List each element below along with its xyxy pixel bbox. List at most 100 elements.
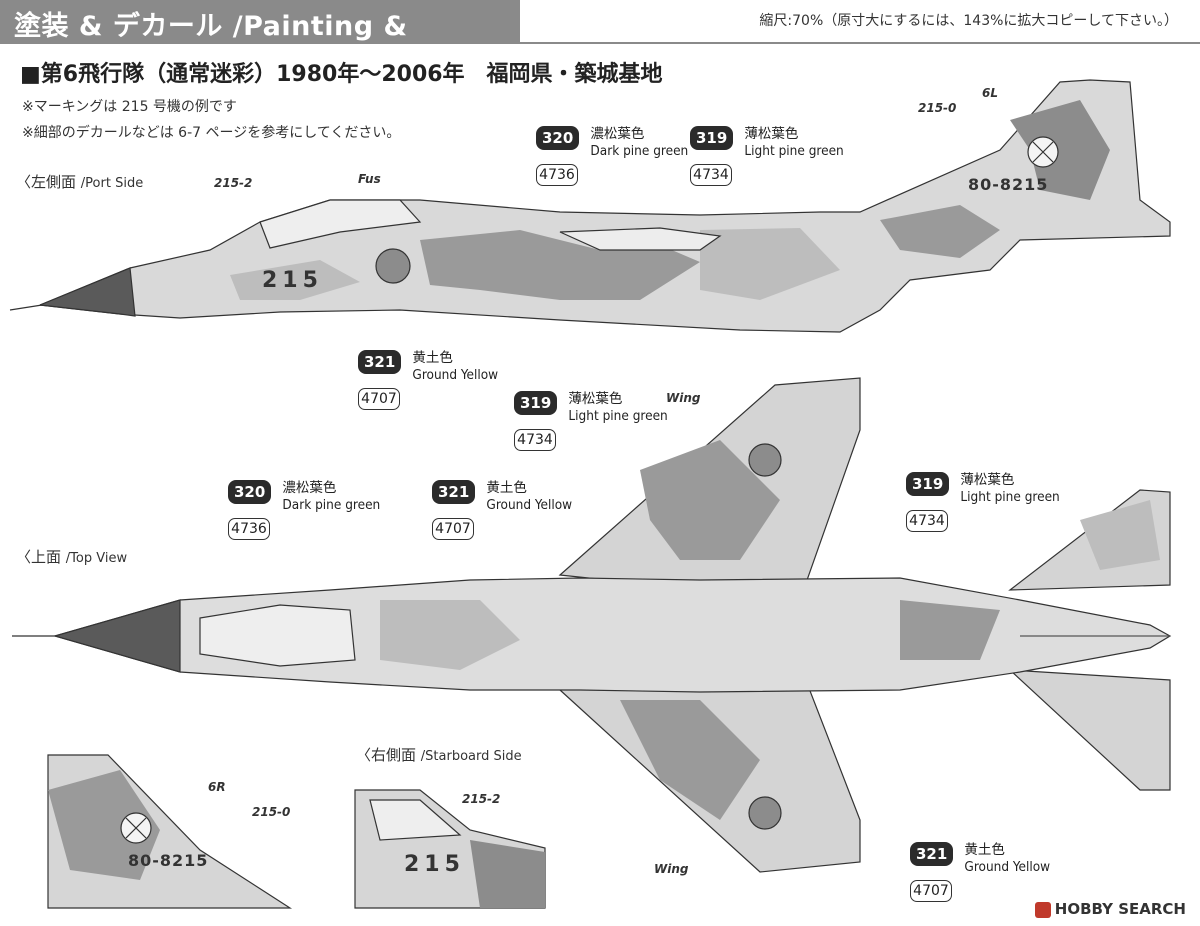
port-side-jp: 〈左側面	[16, 173, 77, 191]
paint-name-en: Light pine green	[744, 143, 844, 159]
top-camo-light-1	[380, 600, 520, 670]
unit-title: ■第6飛行隊（通常迷彩）1980年～2006年 福岡県・築城基地	[20, 62, 663, 87]
top-radome	[52, 599, 181, 673]
note-marking: ※マーキングは 215 号機の例です	[22, 99, 237, 115]
paint-name-en: Ground Yellow	[486, 497, 573, 513]
paint-code: 321	[910, 842, 954, 866]
watermark: HOBBY SEARCH	[1034, 900, 1186, 918]
port-side-en: /Port Side	[80, 176, 144, 191]
paint-number: 4707	[432, 518, 474, 540]
port-side-aircraft	[9, 79, 1171, 333]
stencil-sb-215-0: 215-0	[252, 805, 291, 819]
port-canopy	[259, 199, 422, 249]
paint-number: 4707	[358, 388, 400, 410]
paint-name-en: Ground Yellow	[964, 859, 1051, 875]
paint-name-en: Light pine green	[568, 408, 668, 424]
top-view-jp: 〈上面	[16, 548, 62, 566]
paint-name-en: Ground Yellow	[412, 367, 499, 383]
top-camo-dark-2	[620, 700, 760, 820]
starboard-tail-fin	[47, 754, 293, 909]
stencil-6r: 6R	[208, 780, 226, 794]
top-view-aircraft	[12, 377, 1172, 873]
wing-label-lower: Wing	[654, 862, 689, 876]
port-camo-light-2	[700, 228, 840, 300]
paint-code: 319	[690, 126, 734, 150]
paint-code: 321	[358, 350, 402, 374]
top-roundel-lower	[748, 796, 782, 830]
top-camo-light-2	[1080, 500, 1160, 570]
top-camo-dark-3	[900, 600, 1000, 660]
top-roundel-upper	[748, 443, 782, 477]
paint-name-jp: 黄土色	[964, 842, 1005, 858]
paint-number: 4734	[906, 510, 948, 532]
starboard-en: /Starboard Side	[420, 749, 522, 764]
port-tail-emblem-x	[1032, 141, 1054, 163]
stencil-sb-215-2: 215-2	[462, 792, 501, 806]
paint-code: 321	[432, 480, 476, 504]
paint-name-en: Dark pine green	[282, 497, 381, 513]
paint-number: 4734	[690, 164, 732, 186]
starboard-nose	[354, 789, 546, 909]
paint-number: 4736	[228, 518, 270, 540]
top-camo-dark-1	[640, 440, 780, 560]
header-rule	[0, 42, 1200, 44]
tail-serial-starboard: 80-8215	[128, 851, 209, 870]
nose-number-starboard: 215	[404, 852, 465, 877]
starboard-side-label: 〈右側面 /Starboard Side	[356, 744, 522, 765]
paint-code: 320	[536, 126, 580, 150]
stencil-fus: Fus	[358, 172, 381, 186]
top-lower-stab	[1008, 669, 1171, 791]
paint-number: 4707	[910, 880, 952, 902]
note-decal: ※細部のデカールなどは 6-7 ページを参考にしてください。	[22, 125, 401, 141]
watermark-logo-icon	[1034, 901, 1051, 918]
paint-name-jp: 薄松葉色	[568, 391, 623, 407]
paint-name-jp: 濃松葉色	[590, 126, 645, 142]
top-canopy	[199, 604, 356, 667]
port-radome	[39, 267, 136, 317]
title-banner: 塗装 & デカール /Painting & Marking	[0, 0, 520, 74]
wing-label-upper: Wing	[666, 391, 701, 405]
paint-name-jp: 黄土色	[486, 480, 527, 496]
stencil-215-0: 215-0	[918, 101, 957, 115]
top-view-label: 〈上面 /Top View	[16, 546, 127, 567]
paint-name-en: Light pine green	[960, 489, 1060, 505]
port-pitot	[9, 304, 43, 311]
stencil-215-2: 215-2	[214, 176, 253, 190]
top-view-en: /Top View	[65, 551, 128, 566]
scale-note: 縮尺:70%（原寸大にするには、143%に拡大コピーして下さい。）	[759, 13, 1178, 29]
paint-name-jp: 黄土色	[412, 350, 453, 366]
port-camo-dark-2	[880, 205, 1000, 258]
port-roundel	[375, 248, 411, 284]
port-camo-dark-3	[1010, 100, 1110, 200]
paint-number: 4734	[514, 429, 556, 451]
paint-code: 319	[906, 472, 950, 496]
stencil-6l: 6L	[982, 86, 998, 100]
watermark-text: HOBBY SEARCH	[1054, 900, 1186, 918]
paint-code: 320	[228, 480, 272, 504]
starboard-jp: 〈右側面	[356, 746, 417, 764]
paint-name-jp: 濃松葉色	[282, 480, 337, 496]
tail-serial-port: 80-8215	[968, 175, 1049, 194]
sb-tail-camo	[48, 770, 160, 880]
nose-number-port: 215	[262, 268, 323, 293]
sb-camo	[470, 840, 545, 908]
port-intake	[559, 227, 722, 251]
page-title: 塗装 & デカール /Painting & Marking	[14, 11, 408, 74]
paint-code: 319	[514, 391, 558, 415]
paint-name-jp: 薄松葉色	[744, 126, 799, 142]
port-camo-light-1	[230, 260, 360, 300]
paint-name-en: Dark pine green	[590, 143, 689, 159]
paint-name-jp: 薄松葉色	[960, 472, 1015, 488]
port-side-label: 〈左側面 /Port Side	[16, 171, 143, 192]
sb-canopy	[369, 799, 462, 841]
paint-number: 4736	[536, 164, 578, 186]
